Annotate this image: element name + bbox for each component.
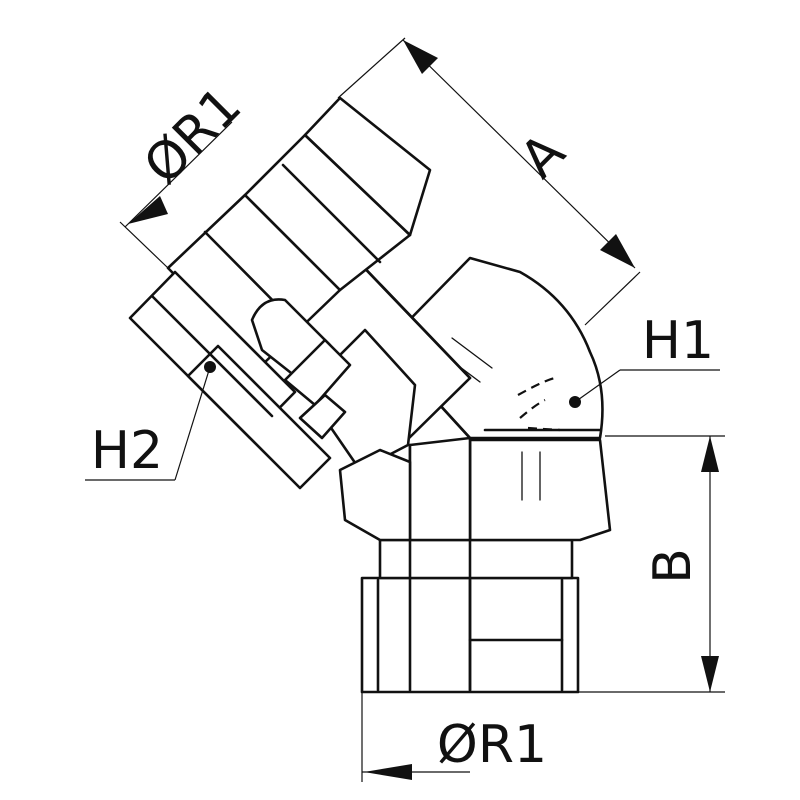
dim-a-arrow-end bbox=[600, 234, 635, 268]
lower-left-hex-collar bbox=[128, 270, 332, 490]
leader-h1: H1 bbox=[569, 311, 720, 408]
dim-b-arrow-top bbox=[701, 436, 719, 472]
elbow-fitting bbox=[128, 96, 612, 694]
dim-a-label: A bbox=[509, 122, 577, 190]
dim-r1-bottom-arrow bbox=[364, 764, 412, 780]
dim-b-label: B bbox=[643, 548, 703, 584]
dimension-b: B bbox=[578, 435, 725, 693]
dimension-r1-bottom: ØR1 bbox=[361, 692, 547, 782]
h1-label: H1 bbox=[642, 311, 714, 371]
dim-r1-bottom-label: ØR1 bbox=[437, 715, 547, 775]
dim-a-arrow-start bbox=[403, 40, 438, 74]
dim-b-arrow-bottom bbox=[701, 656, 719, 692]
leader-h2: H2 bbox=[85, 361, 216, 481]
bottom-hex-body bbox=[378, 436, 612, 692]
h2-label: H2 bbox=[91, 421, 163, 481]
inner-cone bbox=[250, 298, 352, 440]
dim-r1-top-label: ØR1 bbox=[133, 76, 253, 196]
dim-r1-top-arrow bbox=[128, 196, 168, 224]
